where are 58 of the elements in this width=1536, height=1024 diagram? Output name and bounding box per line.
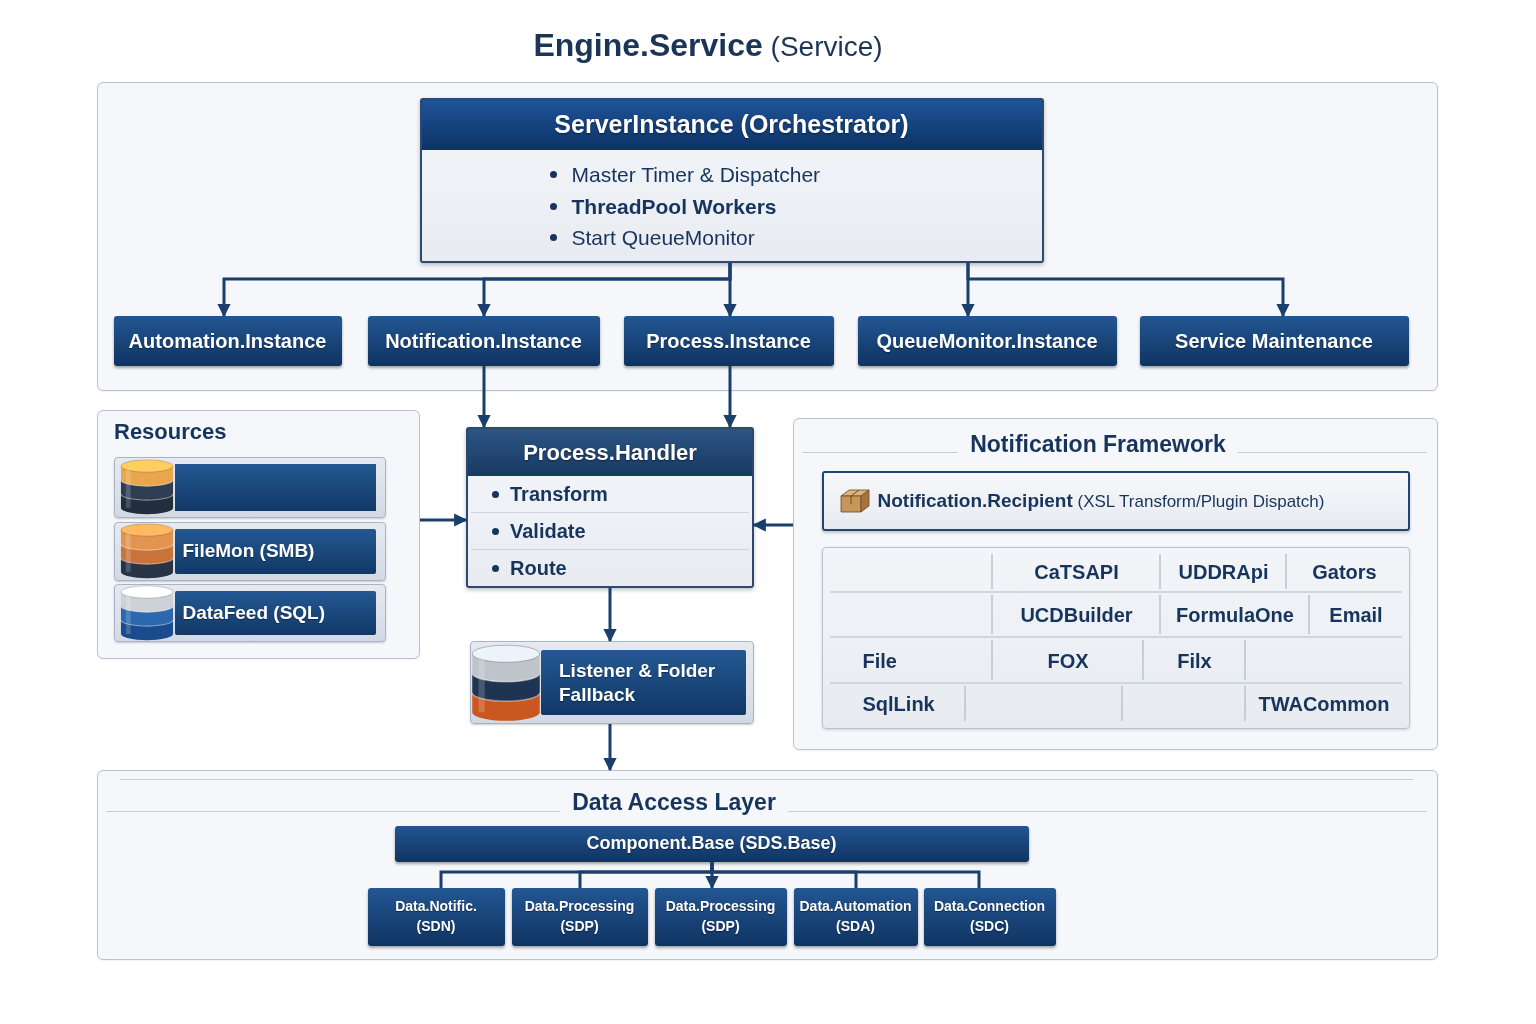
component-box: QueueMonitor.Instance: [857, 315, 1117, 366]
component-box: Service Maintenance: [1139, 315, 1409, 366]
queue-item: [470, 641, 754, 724]
plugin-name: TWACommon: [1258, 692, 1390, 716]
notification-panel: [793, 418, 1438, 750]
panel-title: Data Access Layer: [572, 789, 776, 817]
component-box: Process.Instance: [623, 315, 834, 366]
list-item: Master Timer & Dispatcher: [571, 161, 821, 188]
plugin-name: File: [862, 648, 897, 673]
plugin-name: FormulaOne: [1176, 603, 1294, 627]
list-item: Route: [510, 556, 567, 580]
resource-bar: DataFeed (SQL): [174, 590, 376, 635]
plugin-name: SqlLink: [862, 692, 935, 716]
arrow: [603, 724, 617, 772]
header-title: Process.Handler: [468, 429, 752, 476]
header-title: ServerInstance (Orchestrator): [421, 99, 1042, 150]
resource-item: [113, 583, 386, 642]
panel-title: Notification Framework: [970, 431, 1226, 459]
list-item: ThreadPool Workers: [571, 193, 777, 220]
arrow: [723, 366, 737, 429]
service-panel: [97, 82, 1438, 391]
arrow: [723, 263, 737, 318]
resource-item: [113, 521, 386, 581]
resource-item: [113, 456, 386, 518]
list-item: Transform: [510, 482, 608, 506]
plugin-name: FOX: [1047, 648, 1089, 673]
plugin-name: UCDBuilder: [1020, 603, 1133, 627]
orchestrator-box: [419, 97, 1044, 263]
plugin-name: CaTSAPI: [1034, 560, 1119, 584]
arrow: [477, 366, 491, 429]
component-box: Automation.Instance: [113, 315, 342, 366]
diagram-title: Engine.Service (Service): [533, 26, 883, 65]
plugin-name: Gators: [1312, 560, 1377, 584]
data-component-box: Data.Notific. (SDN): [367, 887, 505, 946]
data-component-box: Data.Connection (SDC): [923, 887, 1056, 946]
arrow: [420, 513, 468, 527]
plugin-name: Filx: [1177, 648, 1212, 673]
data-component-box: Data.Processing (SDP): [511, 887, 648, 946]
resources-panel: [97, 410, 420, 659]
arrow: [752, 518, 793, 532]
data-component-box: Data.Processing (SDP): [654, 887, 787, 946]
component-box: Notification.Instance: [367, 315, 600, 366]
data-component-box: Data.Automation (SDA): [793, 887, 918, 946]
arrow: [966, 263, 1290, 318]
listener-bar: Listener & Folder Fallback: [541, 650, 746, 715]
handler-box: [466, 427, 754, 588]
plugin-name: UDDRApi: [1178, 560, 1269, 584]
arrow: [603, 588, 617, 643]
recipient-box: [821, 470, 1410, 531]
list-item: Validate: [510, 519, 586, 543]
recipient-label: Notification.Recipient (XSL Transform/Plugin Dispatch): [877, 488, 1325, 513]
panel-title: Resources: [114, 419, 227, 446]
data-access-panel: [97, 770, 1438, 960]
base-class-bar: Component.Base (SDS.Base): [394, 825, 1029, 862]
list-item: Start QueueMonitor: [571, 224, 755, 251]
resource-bar: FileMon (SMB): [174, 528, 376, 574]
connector-line: [710, 862, 981, 888]
plugin-name: Email: [1329, 603, 1383, 627]
